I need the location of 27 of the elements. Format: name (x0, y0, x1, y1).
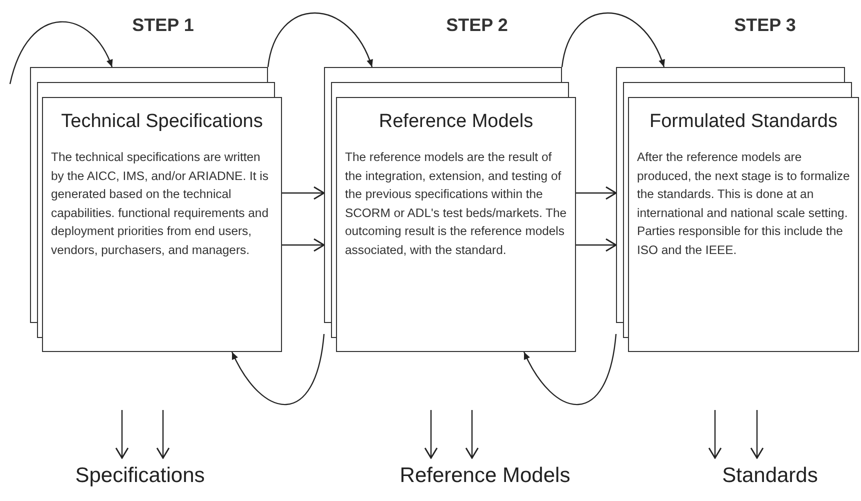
arrow (465, 410, 479, 459)
card-title: Formulated Standards (648, 110, 838, 134)
arrow (156, 410, 170, 459)
arrow (282, 238, 325, 252)
arrow (576, 238, 617, 252)
card-title: Reference Models (378, 110, 534, 134)
arrow (424, 410, 438, 459)
arrow (708, 410, 722, 459)
arrow (750, 410, 764, 459)
card-description: The reference models are the result of the integration, extension, and testing of the previous specifications within the SCORM or ADL's test beds/markets. The outcoming result is the reference models associated, with the standard. (345, 149, 567, 258)
output-label: Specifications (40, 458, 240, 494)
card-title: Technical Specifications (60, 110, 264, 134)
card-description: After the reference models are produced, the next stage is to formalize the standards. This is done at an international and national scale setting. Parties responsible for this include the ISO and the IEEE. (637, 149, 850, 258)
arrow (523, 334, 617, 405)
step-heading: STEP 3 (734, 14, 796, 37)
step-heading: STEP 2 (446, 14, 508, 37)
arrow (115, 410, 129, 459)
step-heading: STEP 1 (132, 14, 194, 37)
output-label: Reference Models (375, 458, 595, 494)
arrow (267, 12, 373, 68)
output-label: Standards (680, 458, 860, 494)
arrow (231, 334, 325, 405)
arrow (282, 186, 325, 200)
card-description: The technical specifications are written by the AICC, IMS, and/or ARIADNE. It is generated based on the technical capabilities. functional requirements and deployment priorities from end users, vendors, purchasers, and managers. (51, 149, 270, 258)
arrow (9, 21, 113, 84)
arrow (561, 12, 665, 68)
arrow (576, 186, 617, 200)
